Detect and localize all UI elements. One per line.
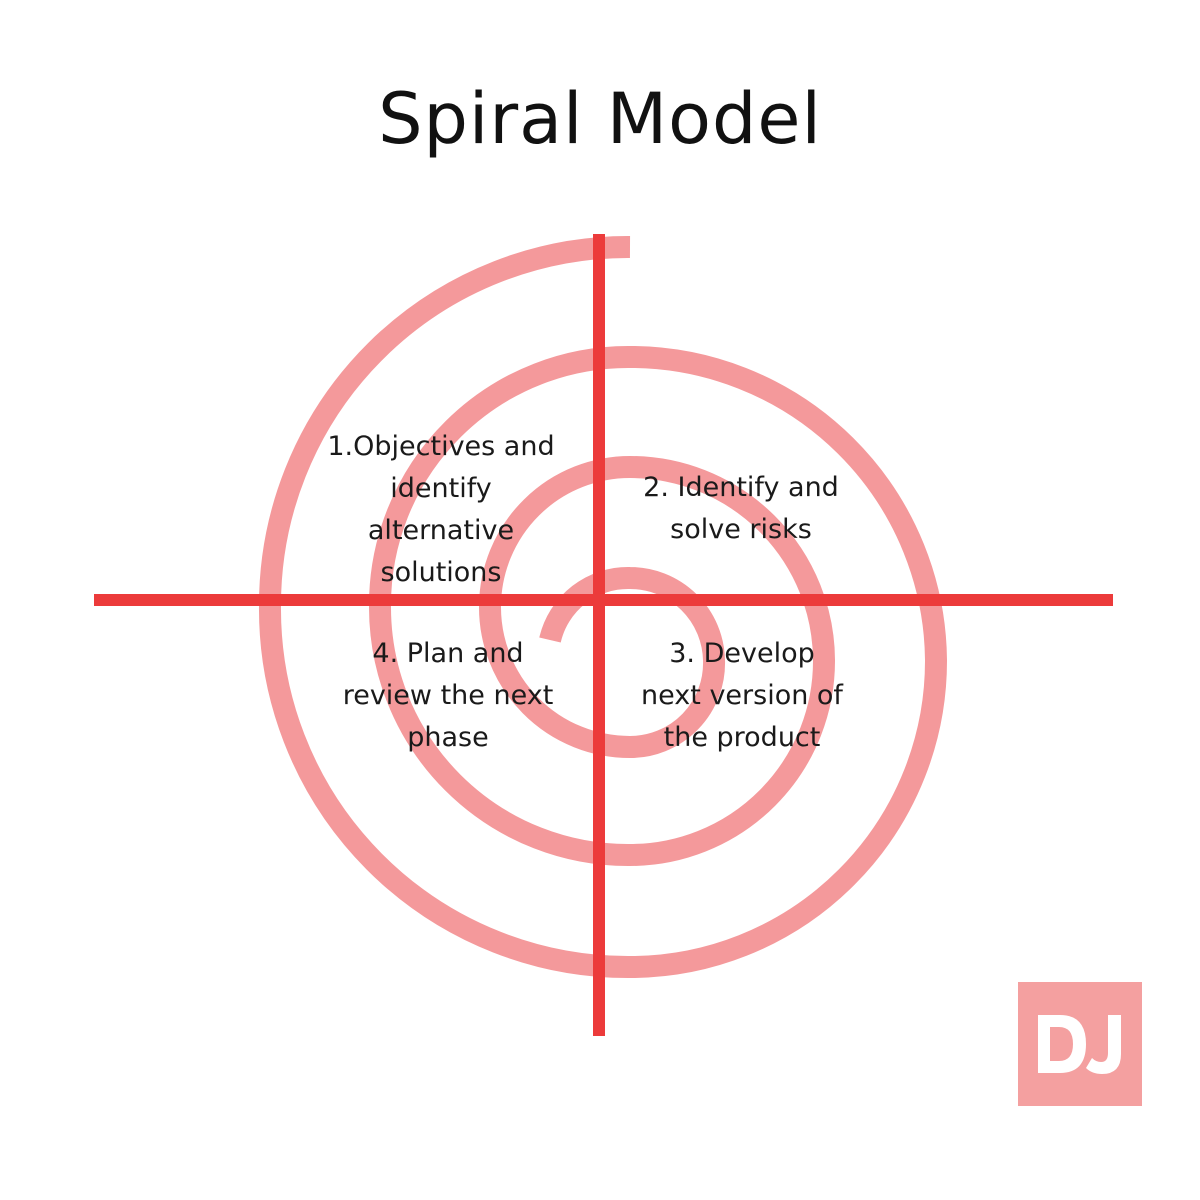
quadrant-3-label: 3. Develop next version of the product bbox=[641, 638, 843, 753]
quadrant-2-label: 2. Identify and solve risks bbox=[643, 472, 839, 545]
dj-logo bbox=[1018, 982, 1142, 1106]
dj-logo-mark bbox=[1038, 1015, 1121, 1074]
spiral-curve bbox=[258, 235, 948, 979]
quadrant-1-label: 1.Objectives and identify alternative so… bbox=[327, 431, 555, 588]
quadrant-4-label: 4. Plan and review the next phase bbox=[342, 638, 554, 753]
page-title: Spiral Model bbox=[378, 78, 822, 160]
